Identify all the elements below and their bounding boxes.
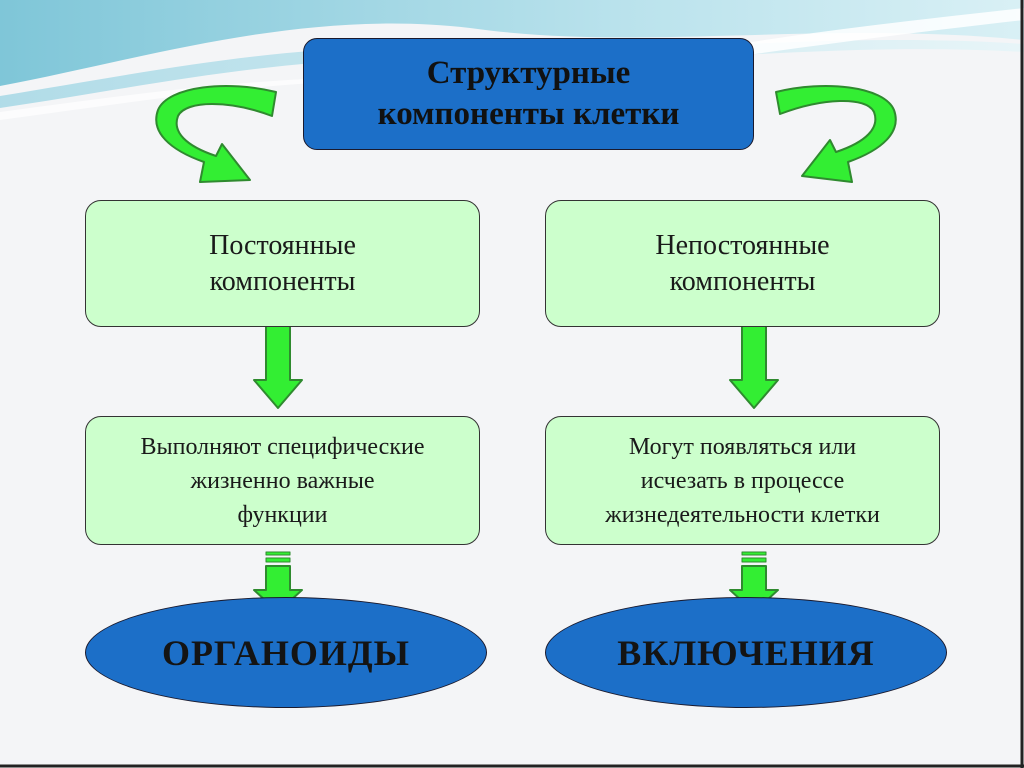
permanent-components-box: Постоянные компоненты bbox=[85, 200, 480, 327]
inclusions-label: ВКЛЮЧЕНИЯ bbox=[617, 632, 875, 673]
organoids-label: ОРГАНОИДЫ bbox=[161, 632, 411, 673]
nonpermanent-line-2: компоненты bbox=[669, 265, 816, 297]
title-line-1: Структурные bbox=[426, 55, 631, 91]
nonpermanent-line-1: Непостоянные bbox=[655, 229, 830, 261]
nonpermanent-components-box: Непостоянные компоненты bbox=[545, 200, 940, 327]
nonpermanent-desc-line-1: Могут появляться или bbox=[628, 433, 857, 460]
permanent-line-1: Постоянные bbox=[209, 229, 356, 261]
organoids-ellipse: ОРГАНОИДЫ bbox=[85, 597, 487, 708]
title-line-2: компоненты клетки bbox=[377, 96, 680, 132]
permanent-desc-line-2: жизненно важные bbox=[190, 467, 375, 494]
inclusions-ellipse: ВКЛЮЧЕНИЯ bbox=[545, 597, 947, 708]
permanent-line-2: компоненты bbox=[209, 265, 356, 297]
nonpermanent-description-box: Могут появляться или исчезать в процессе… bbox=[545, 416, 940, 545]
permanent-desc-line-3: функции bbox=[237, 501, 328, 528]
permanent-description-box: Выполняют специфические жизненно важные … bbox=[85, 416, 480, 545]
nonpermanent-desc-line-2: исчезать в процессе bbox=[640, 467, 845, 494]
permanent-desc-line-1: Выполняют специфические bbox=[140, 433, 425, 460]
nonpermanent-desc-line-3: жизнедеятельности клетки bbox=[605, 501, 880, 528]
title-box: Структурные компоненты клетки bbox=[303, 38, 754, 150]
